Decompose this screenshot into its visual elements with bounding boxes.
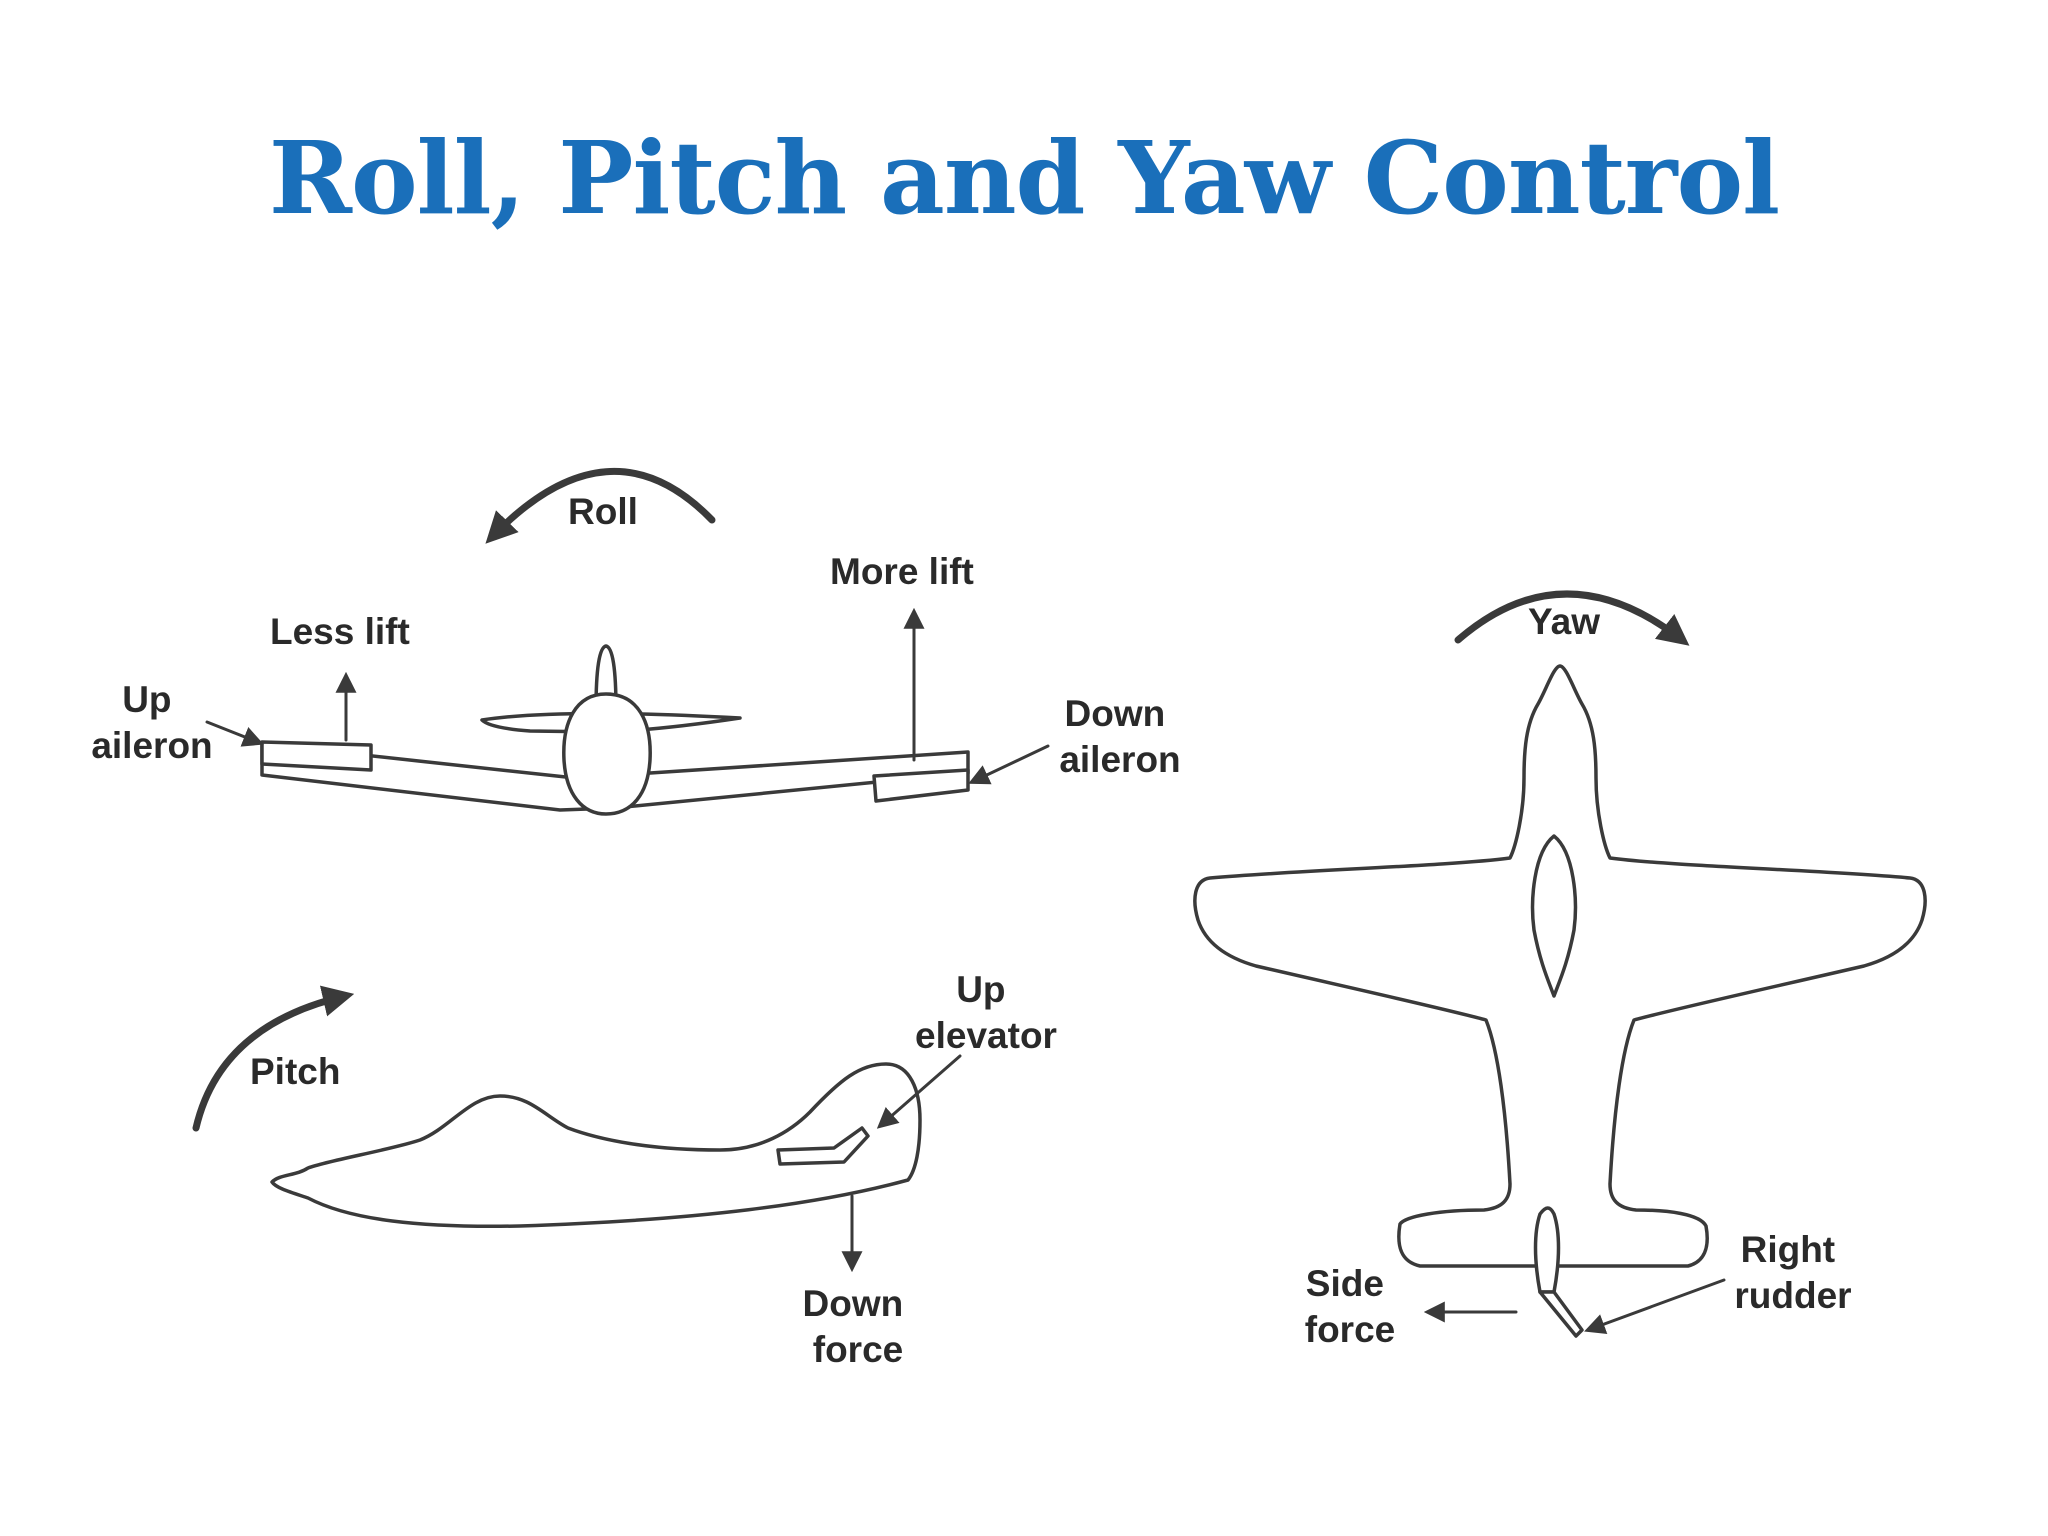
yaw-label: Yaw xyxy=(1528,601,1600,642)
less-lift-label: Less lift xyxy=(270,611,410,652)
up-elevator-label-line-1: Up xyxy=(956,969,1005,1010)
down-aileron-label-line-1: Down xyxy=(1065,693,1166,734)
down-force-label-line-2: force xyxy=(813,1329,903,1370)
up-elevator-label: Up elevator xyxy=(915,969,1057,1056)
up-aileron-label: Up aileron xyxy=(91,679,212,766)
up-aileron-pointer xyxy=(205,720,264,747)
up-elevator xyxy=(776,1126,870,1166)
side-force-label: Side force xyxy=(1305,1263,1395,1350)
down-aileron-pointer xyxy=(968,744,1050,785)
down-aileron-label-line-2: aileron xyxy=(1059,739,1180,780)
right-rudder-pointer xyxy=(1584,1278,1726,1335)
right-rudder-label-line-1: Right xyxy=(1741,1229,1836,1270)
right-rudder-label: Right rudder xyxy=(1734,1229,1851,1316)
roll-view: Roll Less lift More lift Up aileron xyxy=(91,467,1181,816)
up-aileron-label-line-2: aileron xyxy=(91,725,212,766)
yaw-motion-arrow xyxy=(1454,590,1690,646)
yaw-vertical-tail xyxy=(1533,1206,1561,1294)
yaw-view: Yaw Side force Right rudder xyxy=(1193,590,1927,1350)
pitch-label: Pitch xyxy=(250,1051,340,1092)
side-force-label-line-2: force xyxy=(1305,1309,1395,1350)
down-force-label: Down force xyxy=(803,1283,914,1370)
right-rudder-label-line-2: rudder xyxy=(1734,1275,1851,1316)
roll-label: Roll xyxy=(568,491,638,532)
side-force-label-line-1: Side xyxy=(1306,1263,1384,1304)
up-aileron xyxy=(260,740,373,772)
down-force-label-line-1: Down xyxy=(803,1283,904,1324)
more-lift-label: More lift xyxy=(830,551,974,592)
pitch-motion-arrow xyxy=(192,985,355,1132)
pitch-fuselage xyxy=(270,1062,922,1229)
pitch-view: Pitch Up elevator Down force xyxy=(192,969,1057,1370)
right-rudder xyxy=(1538,1290,1584,1338)
up-aileron-label-line-1: Up xyxy=(122,679,171,720)
slide-title: Roll, Pitch and Yaw Control xyxy=(268,119,1780,237)
up-elevator-label-line-2: elevator xyxy=(915,1015,1057,1056)
up-elevator-pointer xyxy=(876,1054,962,1129)
yaw-canopy xyxy=(1530,834,1578,998)
roll-fuselage xyxy=(562,692,652,816)
down-aileron xyxy=(872,768,970,803)
roll-motion-arrow xyxy=(485,467,716,544)
down-aileron-label: Down aileron xyxy=(1059,693,1180,780)
